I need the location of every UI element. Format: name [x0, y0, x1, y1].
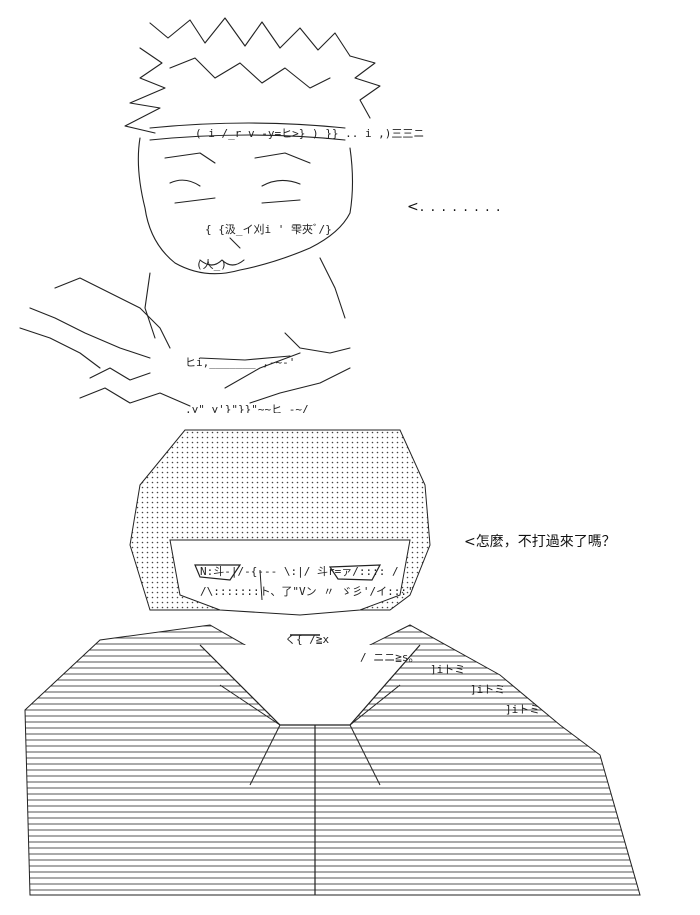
- top-speech-text: <. . . . . . . .: [407, 199, 502, 215]
- svg-text:(人_): (人_): [196, 258, 227, 271]
- svg-text:ヒi,_______ ,-~-': ヒi,_______ ,-~-': [185, 356, 295, 369]
- bottom-speech-text: <怎麼，不打過來了嗎？: [464, 534, 616, 550]
- svg-text:N:斗-|/-{--- \:|/ 斗r=ァ/:::: /: N:斗-|/-{--- \:|/ 斗r=ァ/:::: /: [200, 565, 399, 578]
- svg-text:/ ニニ≧s。: / ニニ≧s。: [360, 651, 420, 664]
- bottom-ascii-art-panel: N:斗-|/-{--- \:|/ 斗r=ァ/:::: / /\:::::::ト、…: [0, 425, 700, 910]
- svg-text:]iトミ: ]iトミ: [470, 683, 505, 696]
- svg-text:{ {汲_イ刈i ' 雫夾ﾞ/}: { {汲_イ刈i ' 雫夾ﾞ/}: [205, 223, 332, 236]
- svg-text:く{ /≧x: く{ /≧x: [285, 633, 329, 646]
- svg-text:]iトミ: ]iトミ: [505, 703, 540, 716]
- svg-text:]iトミ: ]iトミ: [430, 663, 465, 676]
- top-character-art: ( i /_r v -y=ヒ>} ) }} .. i ,)三三ニ { {汲_イ刈…: [19, 17, 424, 413]
- svg-text:( i /_r v -y=ヒ>} ) }} .. i ,)三: ( i /_r v -y=ヒ>} ) }} .. i ,)三三ニ: [195, 127, 424, 140]
- svg-text:,y" y'}"}}"~~ヒ_-~/: ,y" y'}"}}"~~ヒ_-~/: [185, 403, 309, 413]
- bottom-character-art: N:斗-|/-{--- \:|/ 斗r=ァ/:::: / /\:::::::ト、…: [24, 429, 641, 896]
- top-ascii-art-panel: ( i /_r v -y=ヒ>} ) }} .. i ,)三三ニ { {汲_イ刈…: [0, 8, 700, 413]
- svg-text:/\:::::::ト、了"Vン 〃 ゞ彡'/イ:::': /\:::::::ト、了"Vン 〃 ゞ彡'/イ:::': [200, 585, 414, 598]
